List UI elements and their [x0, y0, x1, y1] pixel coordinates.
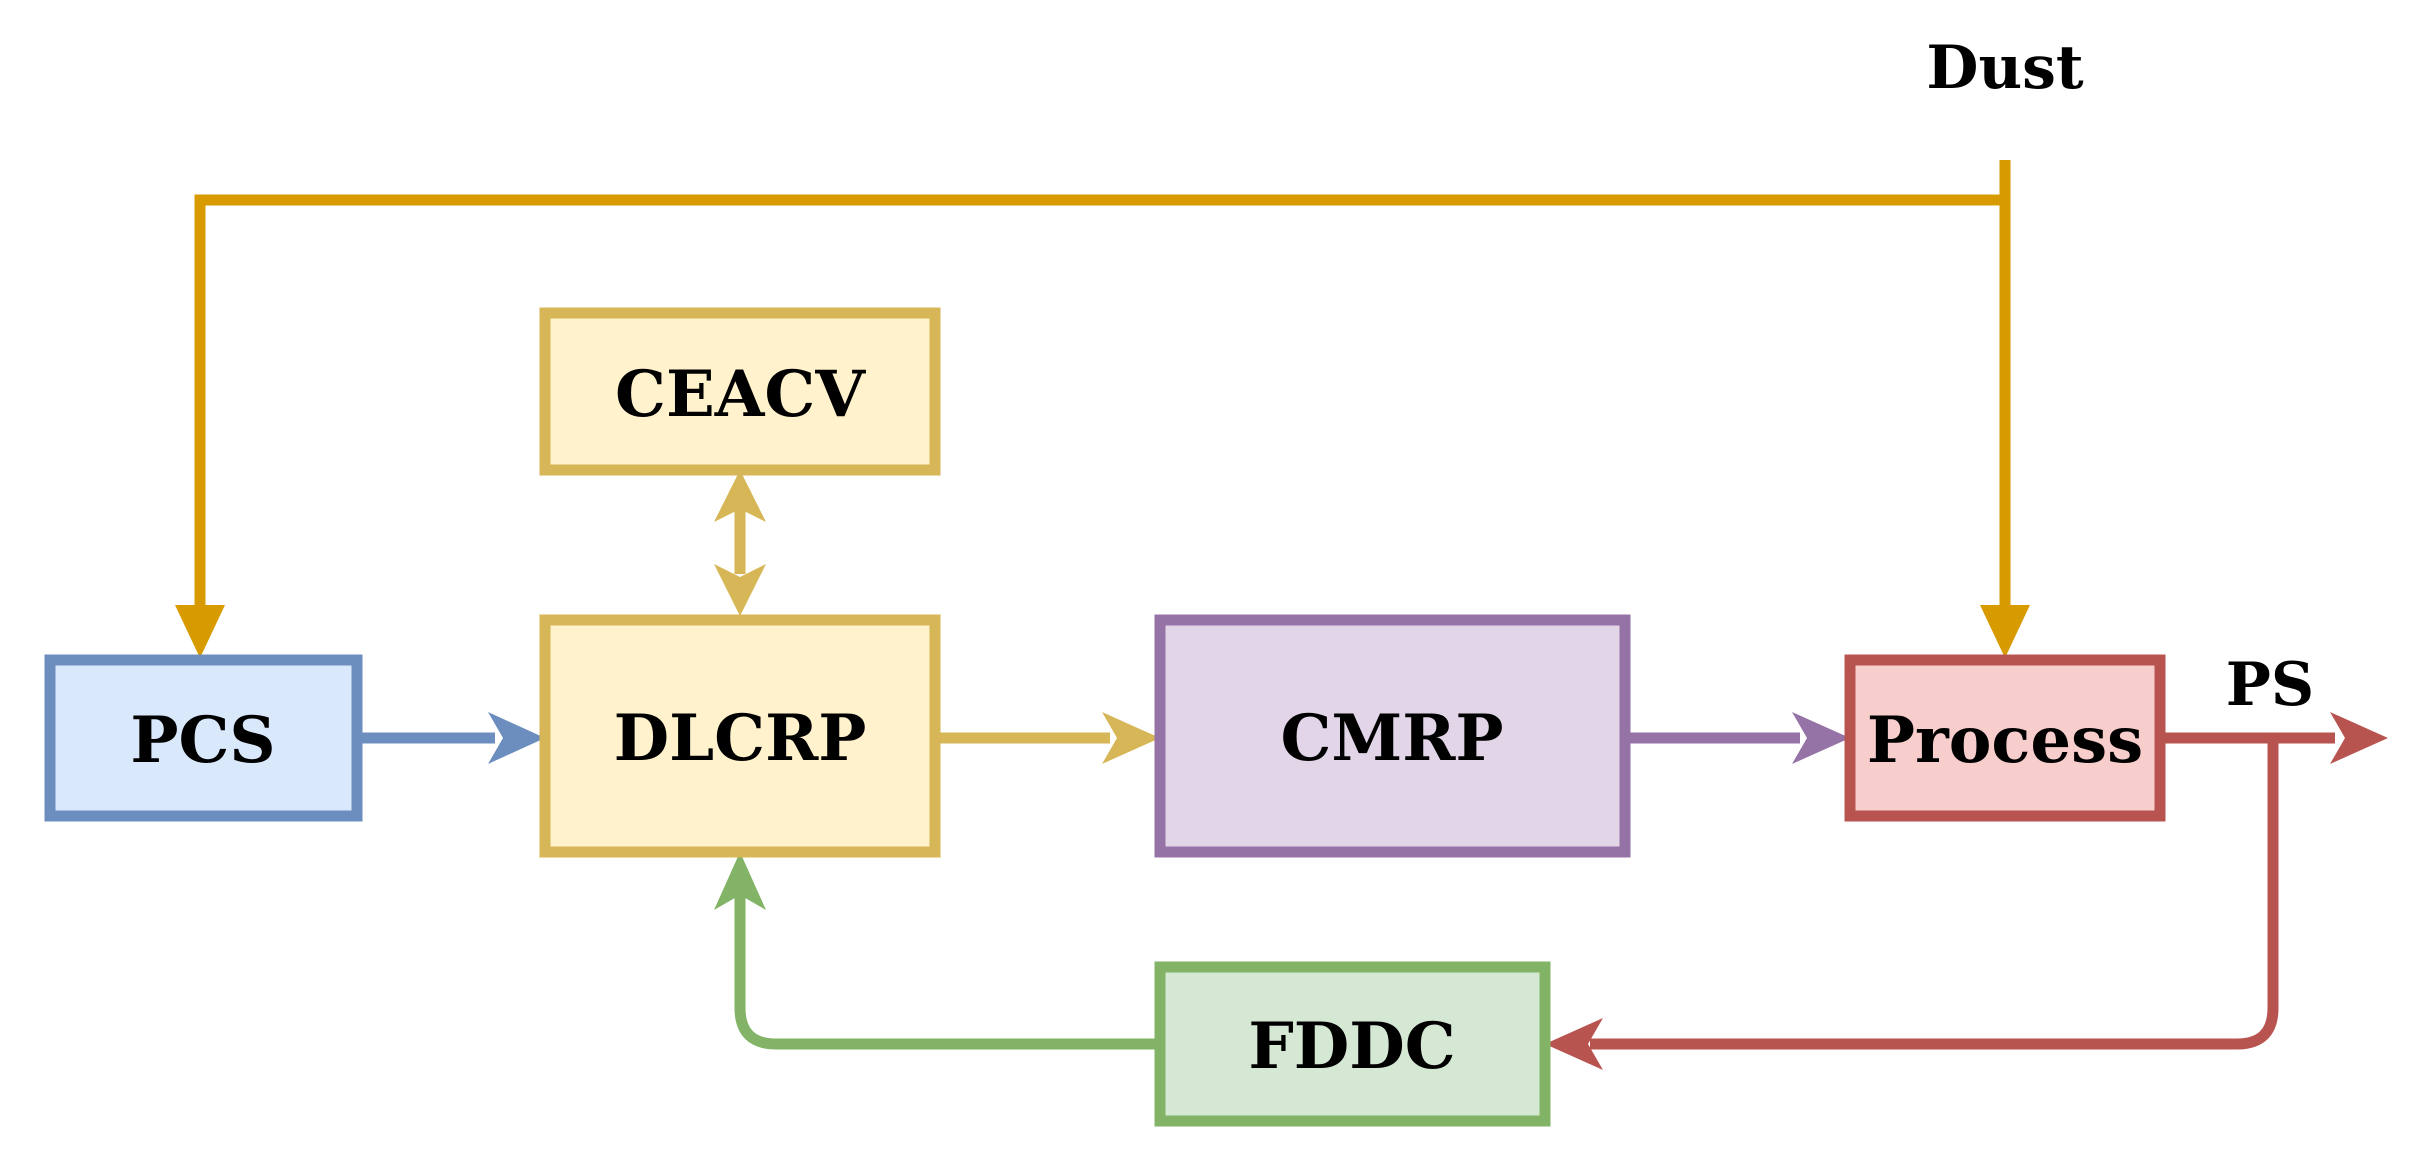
node-fddc: FDDC [1154, 961, 1551, 1127]
dlcrp-to-cmrp-arrowhead [1102, 712, 1160, 764]
pcs-to-dlcrp-arrowhead [488, 712, 545, 764]
cmrp-box [1154, 614, 1631, 858]
edge-process-output [2160, 712, 2388, 764]
process-label: Process [1867, 703, 2143, 778]
process-output-arrowhead [2330, 712, 2388, 764]
cmrp-label: CMRP [1280, 701, 1503, 776]
edge-feedback-to-fddc [1545, 738, 2279, 1070]
edge-dlcrp-ceacv [714, 470, 766, 616]
fddc-box [1154, 961, 1551, 1127]
edge-dlcrp-to-cmrp [935, 712, 1160, 764]
edge-cmrp-to-process [1625, 712, 1850, 764]
pcs-box [44, 654, 363, 822]
dust-label: Dust [1926, 33, 2083, 103]
node-ceacv: CEACV [539, 307, 941, 476]
process-box [1844, 654, 2166, 822]
feedback-to-fddc-line [1590, 738, 2279, 1050]
fddc-to-dlcrp-line [734, 895, 1158, 1050]
edge-pcs-to-dlcrp [357, 712, 545, 764]
pcs-label: PCS [130, 703, 275, 778]
dust-line-to-pcs [194, 194, 2005, 612]
ceacv-arrowhead-up [714, 470, 766, 522]
node-pcs: PCS [44, 654, 363, 822]
dust-arrowhead-pcs [175, 605, 225, 658]
node-cmrp: CMRP [1154, 614, 1631, 858]
dust-edges [175, 160, 2030, 658]
dust-arrowhead-process [1980, 605, 2030, 658]
node-dlcrp: DLCRP [539, 614, 941, 858]
ps-label: PS [2226, 650, 2314, 720]
edge-fddc-to-dlcrp [714, 852, 1158, 1050]
node-process: Process [1844, 654, 2166, 822]
cmrp-to-process-arrowhead [1792, 712, 1850, 764]
fddc-label: FDDC [1248, 1009, 1455, 1084]
ceacv-box [539, 307, 941, 476]
dlcrp-label: DLCRP [614, 701, 867, 776]
dlcrp-arrowhead-down [714, 564, 766, 616]
feedback-to-fddc-arrowhead [1545, 1018, 1603, 1070]
fddc-to-dlcrp-arrowhead [714, 852, 766, 910]
ceacv-label: CEACV [615, 357, 866, 432]
dlcrp-box [539, 614, 941, 858]
